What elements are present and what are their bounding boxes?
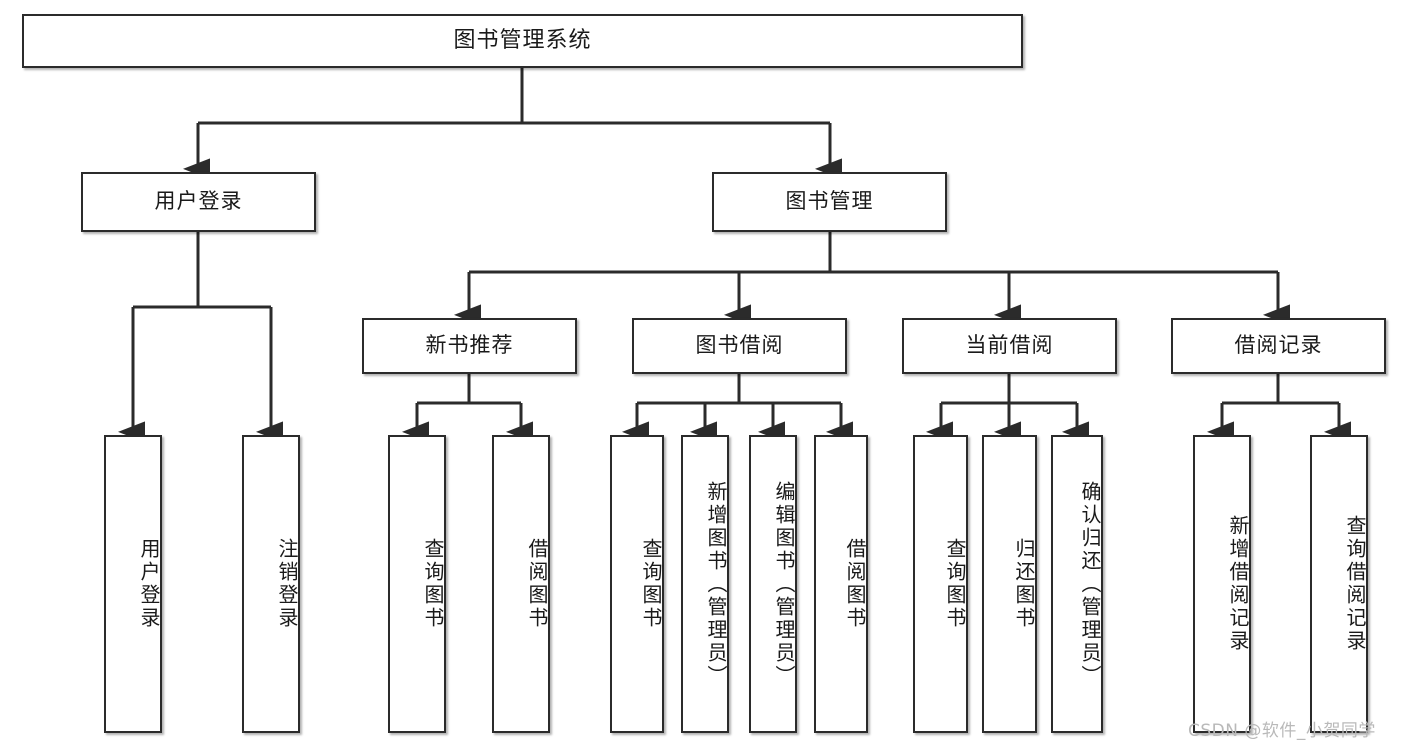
leaf-add-record[interactable]: 新增借阅记录 <box>1193 435 1251 733</box>
leaf-query-book-3-label: 查询图书 <box>943 538 967 630</box>
node-new-book-recommend-label: 新书推荐 <box>425 333 514 358</box>
node-book-borrow[interactable]: 图书借阅 <box>632 318 847 374</box>
leaf-borrow-book-2-label: 借阅图书 <box>843 538 867 630</box>
node-current-borrow[interactable]: 当前借阅 <box>902 318 1117 374</box>
leaf-user-logout-label: 注销登录 <box>275 538 299 630</box>
node-user-login-label: 用户登录 <box>154 189 243 214</box>
csdn-watermark: CSDN @软件_小贺同学 <box>1188 721 1376 741</box>
leaf-confirm-return-label: 确认归还（管理员） <box>1078 480 1102 688</box>
leaf-user-login-label: 用户登录 <box>137 538 161 630</box>
leaf-user-login[interactable]: 用户登录 <box>104 435 162 733</box>
leaf-return-book[interactable]: 归还图书 <box>982 435 1037 733</box>
leaf-borrow-book-1-label: 借阅图书 <box>525 538 549 630</box>
node-book-manage-label: 图书管理 <box>785 189 874 214</box>
leaf-borrow-book-2[interactable]: 借阅图书 <box>814 435 868 733</box>
leaf-query-book-2-label: 查询图书 <box>639 538 663 630</box>
leaf-add-book[interactable]: 新增图书（管理员） <box>681 435 729 733</box>
leaf-query-book-2[interactable]: 查询图书 <box>610 435 664 733</box>
leaf-query-book-1-label: 查询图书 <box>421 538 445 630</box>
node-current-borrow-label: 当前借阅 <box>965 333 1054 358</box>
leaf-add-record-label: 新增借阅记录 <box>1226 515 1250 653</box>
leaf-return-book-label: 归还图书 <box>1012 538 1036 630</box>
node-book-borrow-label: 图书借阅 <box>695 333 784 358</box>
leaf-borrow-book-1[interactable]: 借阅图书 <box>492 435 550 733</box>
leaf-confirm-return[interactable]: 确认归还（管理员） <box>1051 435 1103 733</box>
leaf-edit-book[interactable]: 编辑图书（管理员） <box>749 435 797 733</box>
leaf-user-logout[interactable]: 注销登录 <box>242 435 300 733</box>
node-root-label: 图书管理系统 <box>453 27 592 53</box>
node-user-login[interactable]: 用户登录 <box>81 172 316 232</box>
leaf-edit-book-label: 编辑图书（管理员） <box>772 480 796 688</box>
leaf-query-book-3[interactable]: 查询图书 <box>913 435 968 733</box>
node-borrow-record-label: 借阅记录 <box>1234 333 1323 358</box>
node-root[interactable]: 图书管理系统 <box>22 14 1023 68</box>
node-borrow-record[interactable]: 借阅记录 <box>1171 318 1386 374</box>
leaf-add-book-label: 新增图书（管理员） <box>704 480 728 688</box>
node-book-manage[interactable]: 图书管理 <box>712 172 947 232</box>
leaf-query-record[interactable]: 查询借阅记录 <box>1310 435 1368 733</box>
node-new-book-recommend[interactable]: 新书推荐 <box>362 318 577 374</box>
leaf-query-record-label: 查询借阅记录 <box>1343 515 1367 653</box>
leaf-query-book-1[interactable]: 查询图书 <box>388 435 446 733</box>
